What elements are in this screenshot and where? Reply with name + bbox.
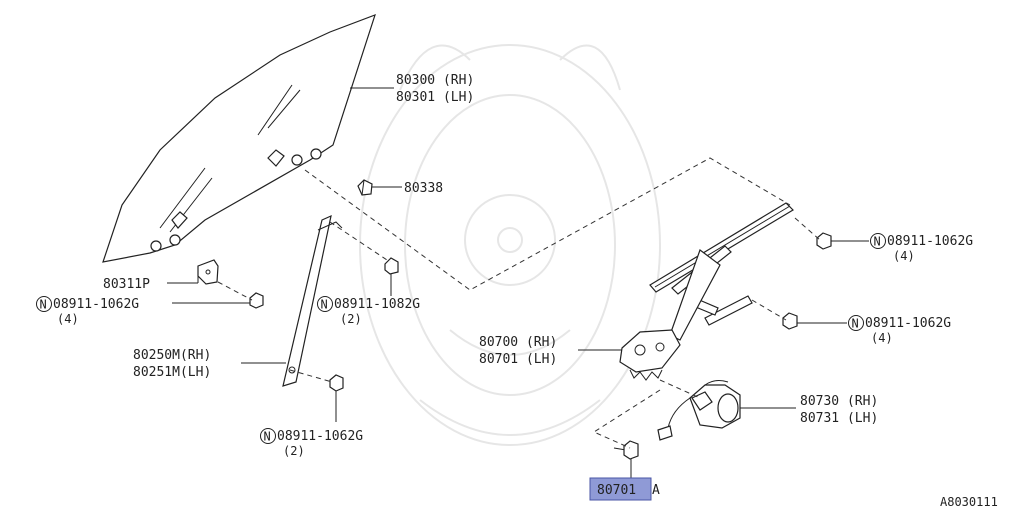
glass-tab (150, 148, 322, 252)
label-nut-rail-top: N 08911-1062G (4) (870, 233, 973, 263)
label-bolt-highlight[interactable]: 80701 A (589, 477, 660, 501)
nut-n-icon (317, 296, 333, 312)
label-bolt-suffix: A (652, 483, 660, 498)
label-nut-guide-qty: (2) (340, 312, 362, 326)
n-symbol: N (40, 298, 47, 312)
phantom-lines (217, 157, 821, 449)
label-glass: 80300 (RH) 80301 (LH) (396, 73, 474, 105)
label-motor: 80730 (RH) 80731 (LH) (800, 394, 878, 426)
label-80301: 80301 (LH) (396, 90, 474, 105)
label-nut-guide: N 08911-1082G (2) (317, 296, 420, 326)
nut-rail-top (816, 232, 832, 250)
label-nut-rail-top-part: 08911-1062G (887, 234, 973, 249)
bracket-80311p (197, 259, 219, 285)
window-motor (657, 380, 741, 441)
nut-n-icon (36, 296, 52, 312)
label-nut-rail-mid: N 08911-1062G (4) (848, 315, 951, 345)
n-symbol: N (264, 430, 271, 444)
label-80700: 80700 (RH) (479, 335, 557, 350)
bolt-80701a (613, 440, 639, 460)
label-80701: 80701 (LH) (479, 352, 557, 367)
nut-n-icon (260, 428, 276, 444)
nut-n-icon (870, 233, 886, 249)
label-nut-guide-part: 08911-1082G (334, 297, 420, 312)
highlight-box (589, 477, 652, 501)
label-nut-bottom: N 08911-1062G (2) (260, 428, 363, 458)
nut-n-icon (848, 315, 864, 331)
label-nut-bottom-qty: (2) (283, 444, 305, 458)
n-symbol: N (874, 235, 881, 249)
label-bolt-80701[interactable]: 80701 (597, 483, 636, 498)
n-symbol: N (321, 298, 328, 312)
window-regulator (619, 202, 794, 381)
label-nut-left: N 08911-1062G (4) (36, 296, 139, 326)
figure-id: A8030111 (940, 495, 998, 509)
label-guide: 80250M(RH) 80251M(LH) (133, 348, 211, 380)
label-regulator: 80700 (RH) 80701 (LH) (479, 335, 557, 367)
nut-rail-mid (782, 312, 798, 330)
door-glass (102, 13, 376, 263)
rear-guide-channel (282, 214, 343, 387)
label-nut-rail-top-qty: (4) (893, 249, 915, 263)
nut-left (249, 292, 264, 309)
label-80251m: 80251M(LH) (133, 365, 211, 380)
nut-guide-bottom (329, 374, 344, 392)
label-80338: 80338 (404, 181, 443, 196)
label-nut-bottom-part: 08911-1062G (277, 429, 363, 444)
watermark-emblem (359, 44, 661, 446)
label-80730: 80730 (RH) (800, 394, 878, 409)
label-nut-left-part: 08911-1062G (53, 297, 139, 312)
glass-clip-80338 (357, 179, 373, 196)
label-nut-rail-mid-qty: (4) (871, 331, 893, 345)
label-80300: 80300 (RH) (396, 73, 474, 88)
label-80311p: 80311P (103, 277, 150, 292)
label-nut-rail-mid-part: 08911-1062G (865, 316, 951, 331)
label-80731: 80731 (LH) (800, 411, 878, 426)
n-symbol: N (852, 317, 859, 331)
nut-guide (384, 257, 399, 275)
label-nut-left-qty: (4) (57, 312, 79, 326)
label-80250m: 80250M(RH) (133, 348, 211, 363)
leader-lines (167, 87, 869, 478)
